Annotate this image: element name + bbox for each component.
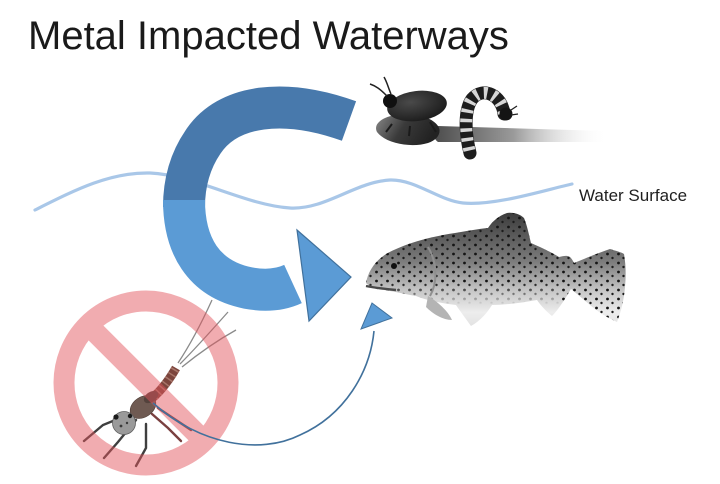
beetle-icon — [369, 76, 447, 137]
thin-arrowhead-icon — [360, 302, 394, 330]
fish-illustration — [365, 212, 626, 326]
water-surface-label: Water Surface — [579, 186, 688, 205]
big-curved-arrow-light-segment — [163, 199, 352, 323]
prohibition-sign-icon — [53, 290, 239, 476]
slide-title: Metal Impacted Waterways — [28, 14, 509, 58]
fish-eye — [391, 263, 397, 269]
prey-lump-icon — [376, 114, 440, 146]
fish-pectoral-fin — [426, 296, 452, 320]
branch-icon — [433, 126, 606, 142]
big-curved-arrow-dark-segment — [163, 86, 357, 208]
fish-gill-line — [427, 246, 437, 297]
water-surface-wave — [33, 171, 574, 212]
thin-curved-arrow — [152, 302, 394, 446]
terrestrial-insects-illustration — [369, 76, 606, 160]
caterpillar-icon — [459, 86, 519, 160]
big-arrowhead-icon — [296, 228, 352, 323]
mayfly-icon — [82, 299, 237, 468]
fish-mouth — [365, 284, 397, 292]
